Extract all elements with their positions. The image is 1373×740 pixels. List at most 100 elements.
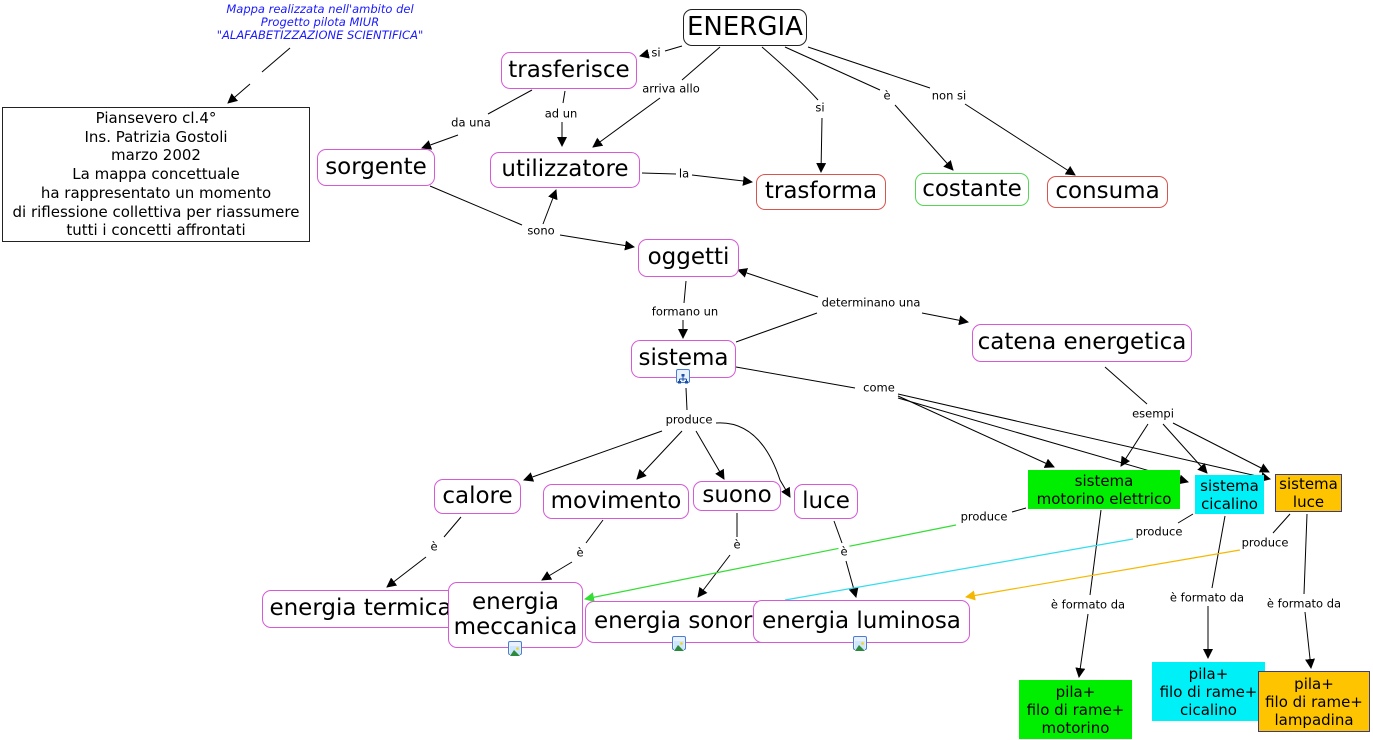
link-esempi-motorino — [1120, 423, 1149, 467]
link-luce-formato — [1303, 513, 1308, 595]
link-si-trasferisce — [639, 48, 650, 59]
concept-consuma[interactable]: consuma — [1047, 176, 1168, 208]
link-luce-produce — [1272, 513, 1291, 534]
link-label-produce-luce: produce — [1239, 535, 1291, 550]
link-note-arrow — [227, 83, 251, 104]
link-e-sonora — [697, 554, 731, 598]
link-formato-pila-motorino — [1075, 613, 1089, 678]
link-cicalino-formato — [1211, 515, 1226, 589]
concept-energia-termica[interactable]: energia termica — [262, 590, 459, 628]
link-label-come: come — [861, 380, 897, 395]
link-label-sono: sono — [525, 223, 557, 238]
link-come-cicalino — [897, 397, 1189, 485]
link-daunа-sorgente — [421, 134, 459, 150]
link-sistema-determinano — [735, 312, 818, 343]
link-e-costante — [894, 104, 954, 171]
link-esempi-cicalino — [1162, 423, 1208, 474]
link-nonsi-consuma — [964, 103, 1076, 176]
link-label-e: è — [838, 544, 850, 559]
link-esempi-luce — [1172, 422, 1270, 473]
link-motorino-formato — [1089, 509, 1102, 596]
link-label-produce-motorino: produce — [958, 509, 1010, 524]
link-label-non-si: non si — [929, 88, 969, 103]
concept-luce[interactable]: luce — [794, 484, 858, 519]
link-come-luce — [897, 393, 1271, 482]
concept-sorgente[interactable]: sorgente — [317, 149, 435, 186]
link-luce-e — [833, 520, 843, 544]
link-produce-sonora — [784, 538, 1134, 601]
concept-trasforma[interactable]: trasforma — [756, 174, 886, 210]
concept-sistema-cicalino[interactable]: sistema cicalino — [1195, 475, 1264, 514]
image-icon[interactable] — [672, 636, 686, 651]
link-determinano-oggetti — [737, 268, 819, 298]
link-label-formato: è formato da — [1167, 590, 1247, 605]
link-energia-arriva — [681, 46, 721, 81]
link-motorino-produce — [1011, 507, 1027, 513]
link-catena-esempi — [1104, 366, 1148, 405]
link-oggetti-formano — [683, 280, 687, 304]
link-label-produce-cicalino: produce — [1133, 524, 1185, 539]
link-produce-luce — [715, 422, 791, 498]
concept-oggetti[interactable]: oggetti — [638, 239, 739, 277]
concept-energia-luminosa[interactable]: energia luminosa — [753, 600, 970, 643]
project-note: Mappa realizzata nell'ambito del Progett… — [216, 2, 424, 43]
link-produce-meccanica — [584, 524, 957, 603]
link-trasferisce-adun — [562, 90, 566, 104]
link-si2-trasforma — [816, 117, 827, 173]
link-energia-si2 — [761, 46, 819, 101]
link-produce-calore — [523, 430, 663, 482]
link-label-da-una: da una — [449, 115, 493, 130]
link-cicalino-produce — [1177, 513, 1194, 524]
link-label-arriva-allo: arriva allo — [640, 81, 702, 96]
concept-pila-lampadina[interactable]: pila+ filo di rame+ lampadina — [1258, 671, 1370, 732]
concept-sistema-luce[interactable]: sistema luce — [1275, 474, 1342, 512]
image-icon[interactable] — [853, 636, 867, 651]
concept-suono[interactable]: suono — [693, 481, 781, 511]
link-energia-si — [664, 45, 683, 52]
link-sorgente-sono — [429, 185, 523, 226]
concept-sistema[interactable]: sistema — [631, 340, 736, 378]
link-sistema-produce — [685, 387, 688, 411]
concept-catena-energetica[interactable]: catena energetica — [972, 324, 1192, 362]
link-sistema-come — [735, 366, 856, 389]
concept-trasferisce[interactable]: trasferisce — [501, 52, 637, 89]
concept-calore[interactable]: calore — [434, 479, 521, 514]
link-e-luminosa — [845, 560, 859, 598]
link-label-produce: produce — [663, 412, 715, 427]
link-trasferisce-daunа — [487, 89, 533, 115]
link-e-termica — [386, 556, 427, 588]
concept-energia[interactable]: ENERGIA — [683, 9, 807, 46]
info-box[interactable]: Piansevero cl.4° Ins. Patrizia Gostoli m… — [2, 107, 310, 242]
link-label-si: si — [649, 45, 663, 60]
link-arriva-utilizzatore — [592, 97, 661, 148]
link-energia-e — [784, 46, 881, 91]
link-label-si: si — [813, 100, 827, 115]
link-sono-oggetti — [559, 234, 635, 251]
link-produce-luminosa — [965, 549, 1241, 601]
link-calore-e — [443, 516, 462, 538]
link-label-e: è — [731, 537, 743, 552]
image-icon[interactable] — [508, 641, 522, 656]
concept-pila-cicalino[interactable]: pila+ filo di rame+ cicalino — [1152, 662, 1265, 721]
submap-icon[interactable] — [676, 369, 690, 384]
link-formato-pila-lampadina — [1304, 611, 1316, 669]
concept-pila-motorino[interactable]: pila+ filo di rame+ motorino — [1019, 680, 1132, 739]
concept-movimento[interactable]: movimento — [543, 484, 689, 519]
link-label-e: è — [574, 545, 586, 560]
link-label-formato: è formato da — [1264, 596, 1344, 611]
link-sono-utilizzatore — [542, 189, 558, 225]
link-energia-nonsi — [807, 46, 931, 89]
link-e-meccanica — [541, 561, 573, 581]
concept-costante[interactable]: costante — [915, 173, 1029, 206]
concept-sistema-motorino[interactable]: sistema motorino elettrico — [1028, 470, 1180, 509]
concept-energia-meccanica[interactable]: energia meccanica — [448, 582, 583, 648]
concept-utilizzatore[interactable]: utilizzatore — [490, 152, 640, 188]
link-movimento-e — [585, 519, 604, 544]
link-label-formano-un: formano un — [649, 304, 721, 319]
link-note — [261, 47, 291, 73]
link-label-e: è — [428, 539, 440, 554]
link-come-motorino — [897, 395, 1055, 468]
link-la-trasforma — [691, 174, 753, 186]
link-utilizzatore-la — [641, 172, 677, 175]
